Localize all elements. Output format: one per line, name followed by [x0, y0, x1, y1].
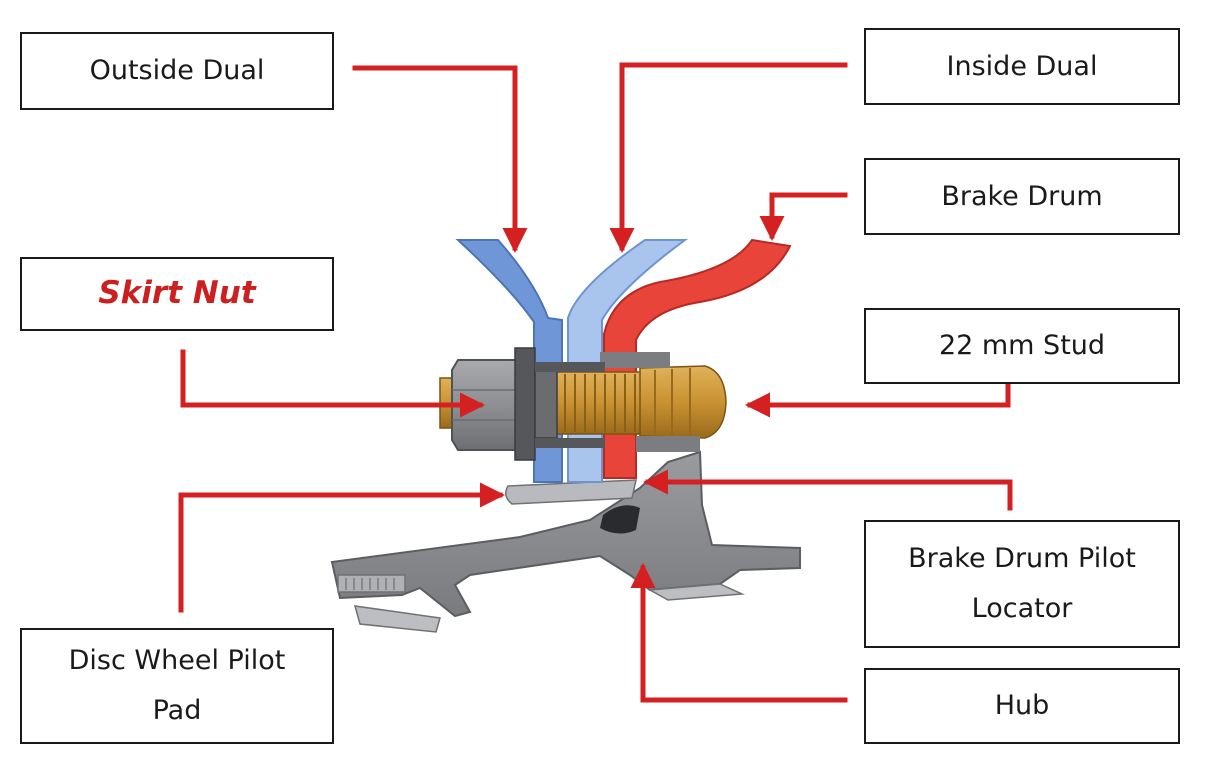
pilot-pads: [353, 479, 745, 633]
arrow-brake-drum-pilot-locator: [643, 469, 1013, 511]
arrow-hub: [630, 563, 848, 703]
label-brake-drum: Brake Drum: [864, 158, 1180, 235]
label-skirt-nut: Skirt Nut: [20, 257, 334, 331]
label-inside-dual: Inside Dual: [864, 28, 1180, 105]
label-inside-dual-text: Inside Dual: [946, 50, 1098, 82]
label-outside-dual-text: Outside Dual: [89, 55, 265, 87]
label-22mm-stud: 22 mm Stud: [864, 308, 1180, 384]
label-outside-dual: Outside Dual: [20, 32, 334, 110]
arrow-brake-drum: [759, 192, 848, 241]
label-22mm-stud-text: 22 mm Stud: [938, 330, 1106, 362]
skirt-nut-part: [451, 347, 605, 461]
label-brake-drum-text: Brake Drum: [941, 180, 1103, 212]
label-brake-drum-pilot-locator-line1: Brake Drum Pilot: [908, 543, 1136, 575]
label-skirt-nut-text: Skirt Nut: [98, 275, 256, 312]
label-disc-wheel-pilot-pad-line2: Pad: [152, 695, 202, 726]
arrow-skirt-nut: [180, 349, 485, 418]
label-brake-drum-pilot-locator-line2: Locator: [971, 593, 1073, 624]
label-disc-wheel-pilot-pad: Disc Wheel Pilot Pad: [20, 628, 334, 744]
label-disc-wheel-pilot-pad-line1: Disc Wheel Pilot: [68, 645, 286, 677]
arrow-inside-dual: [609, 62, 848, 253]
label-brake-drum-pilot-locator: Brake Drum Pilot Locator: [864, 520, 1180, 648]
brake-drum-part: [603, 238, 792, 479]
label-hub-text: Hub: [994, 690, 1050, 722]
arrow-outside-dual: [352, 65, 528, 253]
leader-arrows: [178, 62, 1013, 703]
arrow-stud: [745, 379, 1011, 418]
arrow-disc-wheel-pilot-pad: [178, 482, 505, 613]
label-hub: Hub: [864, 668, 1180, 744]
